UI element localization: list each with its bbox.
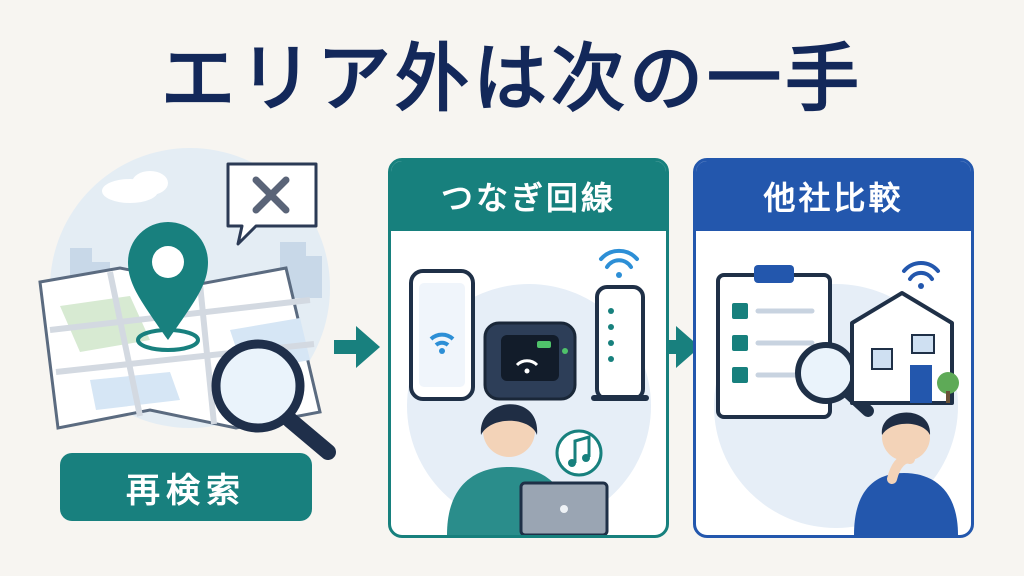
magnifier-icon	[795, 342, 874, 417]
pocket-wifi-icon	[483, 321, 577, 401]
location-pin-icon	[128, 222, 208, 352]
panel-bridge-line: つなぎ回線	[388, 158, 669, 538]
smartphone-icon	[409, 269, 475, 401]
arrow-right-icon	[334, 326, 380, 368]
panel-body-compare-carriers	[696, 231, 971, 535]
panel-header-compare-carriers: 他社比較	[696, 161, 971, 231]
option-research: 再検索	[60, 453, 312, 521]
cross-bubble-icon	[226, 162, 318, 246]
page-title: エリア外は次の一手	[161, 36, 863, 122]
panel-body-bridge-line	[391, 231, 666, 535]
magnifier-icon	[211, 339, 336, 460]
panel-header-bridge-line: つなぎ回線	[391, 161, 666, 231]
wifi-icon	[902, 260, 940, 289]
panel-compare-carriers: 他社比較	[693, 158, 974, 538]
bridge-line-illustration	[407, 248, 651, 535]
home-router-icon	[591, 285, 649, 401]
house-icon	[850, 291, 959, 405]
wifi-icon	[599, 248, 639, 278]
person-thinking-icon	[854, 412, 958, 535]
laptop-icon	[519, 481, 609, 535]
person-laptop-icon	[447, 404, 609, 535]
music-note-icon	[555, 429, 603, 477]
arrow-right-icon	[656, 326, 700, 368]
compare-illustration	[714, 260, 959, 535]
cloud-icon	[102, 171, 168, 203]
